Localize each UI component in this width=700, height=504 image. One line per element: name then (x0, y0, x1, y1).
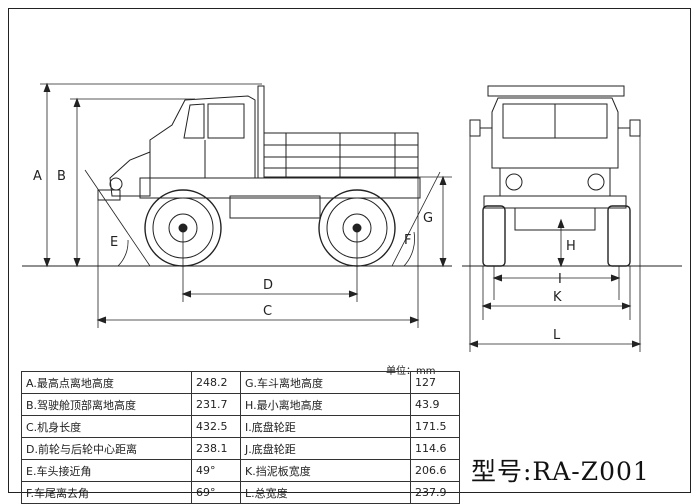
spec-value: 231.7 (191, 393, 241, 416)
dim-i-arrow-right (610, 274, 621, 282)
spec-label: J.底盘轮距 (240, 437, 411, 460)
spec-value: 43.9 (410, 393, 460, 416)
dim-i-arrow-left (492, 274, 503, 282)
table-row: F.车尾离去角 69° L.总宽度 237.9 (21, 481, 460, 504)
dim-b-arrow-bottom (73, 257, 81, 268)
dim-d-arrow-left (181, 290, 192, 298)
spec-value: 114.6 (410, 437, 460, 460)
spec-label: K.挡泥板宽度 (240, 459, 411, 482)
chassis-frame (139, 177, 421, 199)
truck-hood (109, 151, 151, 197)
dim-a-arrow-bottom (43, 257, 51, 268)
spec-label: G.车斗离地高度 (240, 371, 411, 394)
spec-label: I.底盘轮距 (240, 415, 411, 438)
table-row: D.前轮与后轮中心距离 238.1 J.底盘轮距 114.6 (21, 437, 460, 460)
label-c: C (263, 304, 272, 319)
spec-table: A.最高点离地高度 248.2 G.车斗离地高度 127 B.驾驶舱顶部离地高度… (21, 371, 460, 504)
spec-label: F.车尾离去角 (21, 481, 192, 504)
chassis-underbody (229, 195, 321, 219)
label-e: E (110, 235, 118, 250)
dim-c-arrow-left (96, 316, 107, 324)
dim-k-arrow-left (481, 302, 492, 310)
spec-value: 127 (410, 371, 460, 394)
spec-label: A.最高点离地高度 (21, 371, 192, 394)
dim-h-arrow-bottom (557, 257, 565, 268)
spec-value: 171.5 (410, 415, 460, 438)
dim-b-arrow-top (73, 97, 81, 108)
spec-label: L.总宽度 (240, 481, 411, 504)
spec-value: 206.6 (410, 459, 460, 482)
dim-d-arrow-right (348, 290, 359, 298)
cargo-bed (263, 132, 419, 178)
label-h: H (566, 239, 576, 254)
dim-l-arrow-left (468, 340, 479, 348)
headlight-right (587, 173, 605, 191)
spec-label: E.车头接近角 (21, 459, 192, 482)
truck-front-view (469, 85, 641, 267)
dim-l-arrow-right (631, 340, 642, 348)
spec-value: 69° (191, 481, 241, 504)
exhaust-pipe (257, 85, 265, 179)
cab-window-front (183, 103, 205, 139)
spec-value: 237.9 (410, 481, 460, 504)
departure-angle-arc (403, 231, 415, 267)
table-row: E.车头接近角 49° K.挡泥板宽度 206.6 (21, 459, 460, 482)
spec-value: 238.1 (191, 437, 241, 460)
front-axle (514, 207, 596, 231)
table-row: A.最高点离地高度 248.2 G.车斗离地高度 127 (21, 371, 460, 394)
approach-angle-line (84, 169, 151, 267)
headlight (109, 177, 123, 191)
approach-angle-arc (117, 239, 129, 267)
spec-value: 248.2 (191, 371, 241, 394)
dim-k-arrow-right (621, 302, 632, 310)
label-i: I (558, 272, 562, 287)
dim-g-arrow-bottom (439, 257, 447, 268)
wheel-left-front (482, 205, 506, 267)
truck-cab (149, 95, 256, 179)
label-l: L (553, 328, 561, 343)
dim-a-arrow-top (43, 82, 51, 93)
mirror-right (629, 119, 641, 137)
table-row: B.驾驶舱顶部离地高度 231.7 H.最小离地高度 43.9 (21, 393, 460, 416)
truck-side-view (97, 85, 421, 267)
dim-g-arrow-top (439, 175, 447, 186)
headlight-left (505, 173, 523, 191)
model-number: 型号:RA-Z001 (471, 457, 650, 486)
label-g: G (423, 211, 433, 226)
spec-label: D.前轮与后轮中心距离 (21, 437, 192, 460)
label-a: A (33, 169, 42, 184)
table-row: C.机身长度 432.5 I.底盘轮距 171.5 (21, 415, 460, 438)
spec-value: 49° (191, 459, 241, 482)
spec-label: B.驾驶舱顶部离地高度 (21, 393, 192, 416)
label-b: B (57, 169, 66, 184)
bed-top-front (487, 85, 625, 97)
front-bumper-front (483, 195, 627, 209)
label-d: D (263, 278, 273, 293)
mirror-left (469, 119, 481, 137)
spec-value: 432.5 (191, 415, 241, 438)
label-f: F (404, 233, 411, 248)
dim-h-arrow-top (557, 218, 565, 229)
spec-label: H.最小离地高度 (240, 393, 411, 416)
departure-angle-line (391, 171, 441, 267)
label-k: K (553, 290, 562, 305)
wheel-right-front (607, 205, 631, 267)
spec-label: C.机身长度 (21, 415, 192, 438)
front-grille (499, 167, 611, 197)
front-bumper (97, 189, 121, 201)
dim-c-arrow-right (409, 316, 420, 324)
cab-window-side (207, 103, 245, 139)
front-cab (491, 97, 619, 169)
